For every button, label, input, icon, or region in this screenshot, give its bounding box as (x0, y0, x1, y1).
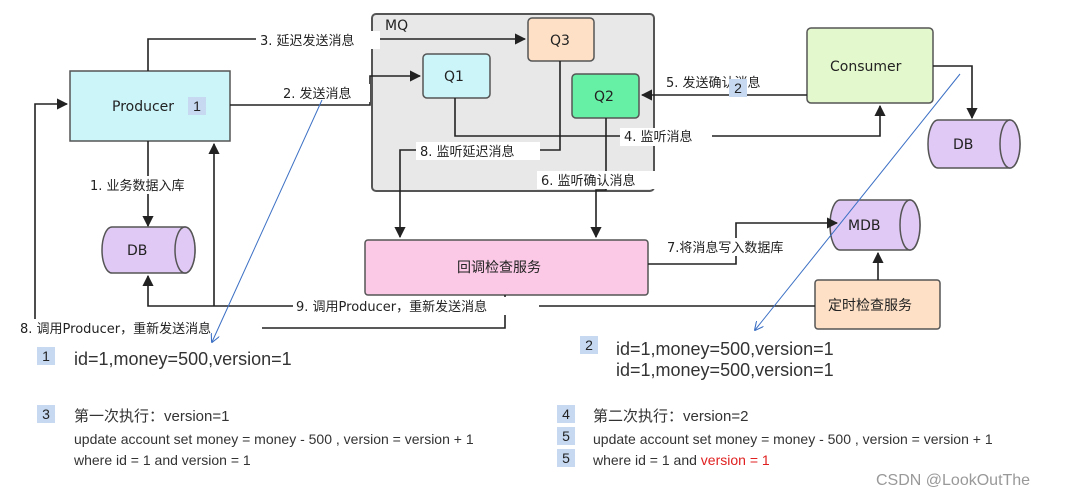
q1-label: Q1 (444, 69, 464, 85)
producer-node: Producer (69, 70, 231, 142)
edge-2-label: 2. 发送消息 (283, 86, 352, 102)
producer-badge: 1 (188, 97, 206, 115)
note2-badge: 2 (580, 336, 598, 354)
callback-service-label: 回调检查服务 (457, 260, 541, 276)
note1-badge: 1 (37, 347, 55, 365)
note3-line2: where id = 1 and version = 1 (74, 452, 251, 468)
q1-node: Q1 (422, 53, 491, 99)
edge-9-main (142, 274, 815, 307)
note1-text: id=1,money=500,version=1 (74, 349, 292, 369)
mq-label: MQ (385, 18, 408, 34)
callback-service-node: 回调检查服务 (364, 239, 649, 296)
q3-label: Q3 (550, 33, 570, 49)
q2-node: Q2 (571, 73, 640, 119)
note3-badge: 3 (37, 405, 55, 423)
note4-title: 第二次执行：version=2 (593, 408, 749, 425)
edge-3-label: 3. 延迟发送消息 (260, 33, 355, 49)
db-right-node: DB (927, 119, 1021, 169)
note5b-badge: 5 (557, 449, 575, 467)
edge-8a-label: 8. 监听延迟消息 (420, 144, 515, 160)
consumer-label: Consumer (830, 59, 902, 75)
q3-node: Q3 (527, 17, 595, 62)
db-left-node: DB (101, 226, 196, 274)
db-left-label: DB (127, 243, 147, 259)
confirm-badge: 2 (729, 79, 747, 97)
edge-7-label: 7.将消息写入数据库 (667, 240, 783, 256)
note2-line2: id=1,money=500,version=1 (616, 360, 834, 380)
note3-title: 第一次执行：version=1 (74, 408, 230, 425)
edge-3 (147, 33, 527, 71)
consumer-node: Consumer (806, 27, 934, 104)
edge-4-label: 4. 监听消息 (624, 129, 693, 145)
edge-9-label: 9. 调用Producer，重新发送消息 (296, 299, 487, 315)
timer-service-node: 定时检查服务 (814, 279, 941, 330)
edge-1-label: 1. 业务数据入库 (90, 178, 185, 194)
edge-consumer-db (933, 65, 978, 120)
q2-label: Q2 (594, 89, 614, 105)
note4-line1: update account set money = money - 500 ,… (593, 431, 993, 447)
annotation-lines (212, 73, 961, 342)
mdb-label: MDB (848, 218, 880, 234)
edge-8b-label: 8. 调用Producer，重新发送消息 (20, 321, 211, 337)
note5a-badge: 5 (557, 427, 575, 445)
mdb-node: MDB (829, 199, 921, 251)
edge-6-label: 6. 监听确认消息 (541, 173, 636, 189)
note2-line1: id=1,money=500,version=1 (616, 339, 834, 359)
producer-label: Producer (112, 99, 174, 115)
timer-service-label: 定时检查服务 (828, 298, 912, 314)
note4-line2-emphasis: version = 1 (700, 452, 770, 468)
note4-line2-prefix: where id = 1 and (593, 452, 701, 468)
watermark: CSDN @LookOutThe (876, 472, 1031, 489)
db-right-label: DB (953, 137, 973, 153)
edge-labels: 1. 业务数据入库 2. 发送消息 3. 延迟发送消息 4. 监听消息 5. 发… (18, 31, 813, 337)
edge-6 (590, 118, 607, 239)
note4-line2: where id = 1 and version = 1 (593, 450, 770, 471)
note3-line1: update account set money = money - 500 ,… (74, 431, 474, 447)
note4-badge: 4 (557, 405, 575, 423)
